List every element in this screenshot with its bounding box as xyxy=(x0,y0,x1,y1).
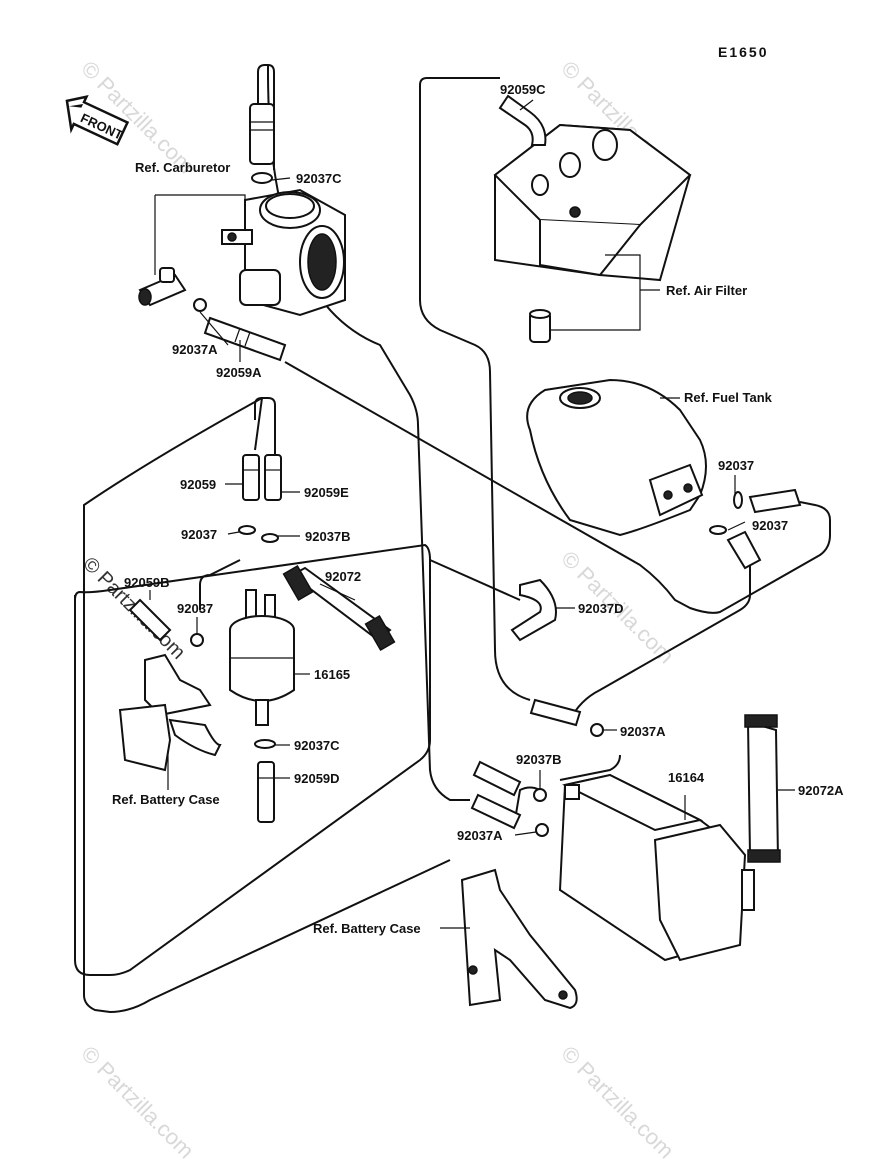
label-92037A-right[interactable]: 92037A xyxy=(620,724,666,739)
hose-92059D-part[interactable] xyxy=(257,761,275,823)
clamp-92037B-left[interactable] xyxy=(261,533,279,543)
label-92059A[interactable]: 92059A xyxy=(216,365,262,380)
strap-92072-part[interactable] xyxy=(282,564,396,652)
label-92072[interactable]: 92072 xyxy=(325,569,361,584)
bracket-92037D-part[interactable] xyxy=(510,578,557,642)
watermark-bottom-left: © Partzilla.com xyxy=(76,1041,199,1164)
hose-92059B-part[interactable] xyxy=(128,598,172,642)
fitting-lower-tank[interactable] xyxy=(709,525,762,570)
label-92037-case[interactable]: 92037 xyxy=(177,601,213,616)
label-ref-battery-case-left[interactable]: Ref. Battery Case xyxy=(112,792,220,807)
hose-lower-a[interactable] xyxy=(472,760,522,797)
hose-92059A-part[interactable] xyxy=(203,316,287,362)
clamp-92037-case[interactable] xyxy=(190,633,204,647)
battery-case-bracket-part[interactable] xyxy=(460,868,578,1010)
clamp-92037A-bottom[interactable] xyxy=(535,823,549,837)
label-92059E[interactable]: 92059E xyxy=(304,485,349,500)
carburetor-part[interactable] xyxy=(221,103,346,317)
label-92037-right-top[interactable]: 92037 xyxy=(718,458,754,473)
filter-16165-part[interactable] xyxy=(229,589,295,726)
label-92072A[interactable]: 92072A xyxy=(798,783,844,798)
label-16164[interactable]: 16164 xyxy=(668,770,705,785)
label-ref-air-filter[interactable]: Ref. Air Filter xyxy=(666,283,747,298)
label-92059D[interactable]: 92059D xyxy=(294,771,340,786)
label-92059C[interactable]: 92059C xyxy=(500,82,546,97)
label-92059B[interactable]: 92059B xyxy=(124,575,170,590)
watermark-bottom-right: © Partzilla.com xyxy=(556,1041,679,1164)
leader-lines xyxy=(149,99,795,929)
air-filter-part[interactable] xyxy=(493,123,692,343)
label-92037B-right[interactable]: 92037B xyxy=(516,752,562,767)
clamp-92037C-bottom[interactable] xyxy=(254,739,276,749)
hose-routing xyxy=(74,64,831,1014)
canister-16164-part[interactable] xyxy=(558,773,755,962)
label-92037C-bottom[interactable]: 92037C xyxy=(294,738,340,753)
label-92037B-left[interactable]: 92037B xyxy=(305,529,351,544)
label-92037-right-bottom[interactable]: 92037 xyxy=(752,518,788,533)
label-92037A-bottom[interactable]: 92037A xyxy=(457,828,503,843)
clamp-92037B-right[interactable] xyxy=(533,788,547,802)
diagram-code: E1650 xyxy=(718,44,768,60)
hose-lower-b[interactable] xyxy=(470,793,522,830)
t-joint-part[interactable] xyxy=(138,267,187,307)
clamp-92037A-right[interactable] xyxy=(590,723,604,737)
hose-92059E-part[interactable] xyxy=(264,454,282,501)
clamp-92037-left[interactable] xyxy=(238,525,256,535)
label-ref-carburetor[interactable]: Ref. Carburetor xyxy=(135,160,230,175)
fitting-92037-tank[interactable] xyxy=(733,488,802,514)
hose-right-mid[interactable] xyxy=(529,698,582,727)
clamp-92037A-left[interactable] xyxy=(193,298,207,312)
battery-case-left-part[interactable] xyxy=(118,653,222,772)
hose-92059-part[interactable] xyxy=(242,454,260,501)
fuel-tank-part[interactable] xyxy=(526,378,707,537)
label-92037C-top[interactable]: 92037C xyxy=(296,171,342,186)
strap-92072A-part[interactable] xyxy=(744,714,781,863)
label-16165[interactable]: 16165 xyxy=(314,667,350,682)
label-92037A-left[interactable]: 92037A xyxy=(172,342,218,357)
label-92037D[interactable]: 92037D xyxy=(578,601,624,616)
label-ref-battery-case-bottom[interactable]: Ref. Battery Case xyxy=(313,921,421,936)
label-ref-fuel-tank[interactable]: Ref. Fuel Tank xyxy=(684,390,773,405)
label-92059[interactable]: 92059 xyxy=(180,477,216,492)
part-labels: Ref. Carburetor 92037C 92059C Ref. Air F… xyxy=(112,82,844,936)
hose-92059C-part[interactable] xyxy=(498,94,547,146)
label-92037-left[interactable]: 92037 xyxy=(181,527,217,542)
